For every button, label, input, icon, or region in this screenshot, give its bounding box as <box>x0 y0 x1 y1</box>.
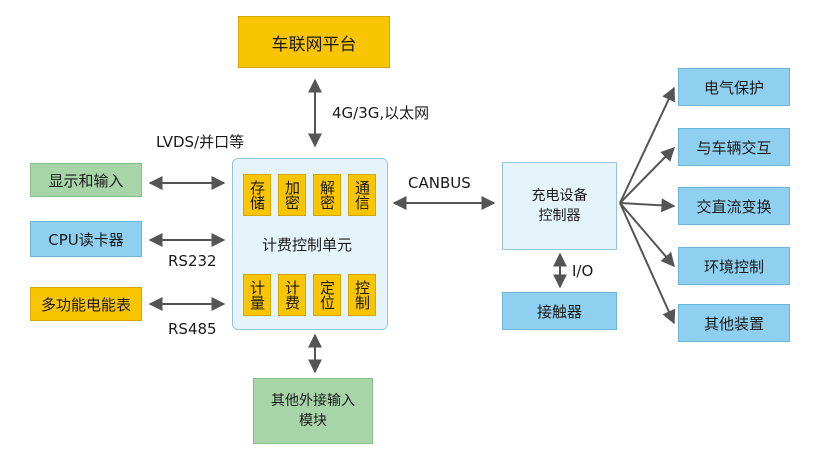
contactor-label: 接触器 <box>536 302 582 321</box>
charger-controller-box: 充电设备 控制器 <box>502 162 617 250</box>
arrow-to-conversion <box>619 198 676 213</box>
cell-metering: 计量 <box>243 274 271 316</box>
rs232-label: RS232 <box>168 252 217 270</box>
display-input-label: 显示和输入 <box>48 171 124 190</box>
electrical-protection-label: 电气保护 <box>703 78 764 97</box>
contactor-box: 接触器 <box>502 292 617 330</box>
cell-communication: 通信 <box>348 174 376 216</box>
display-input-box: 显示和输入 <box>30 163 142 197</box>
electrical-protection-box: 电气保护 <box>678 68 790 106</box>
platform-label: 车联网平台 <box>271 34 357 55</box>
cell-positioning: 定位 <box>313 274 341 316</box>
network-label: 4G/3G,以太网 <box>332 104 430 122</box>
arrow-to-environment <box>619 202 675 268</box>
other-module-box: 其他外接输入 模块 <box>253 378 373 444</box>
cell-decrypt: 解密 <box>313 174 341 216</box>
cell-control: 控制 <box>348 274 376 316</box>
meter-label: 多功能电能表 <box>40 295 131 314</box>
vehicle-interaction-box: 与车辆交互 <box>678 128 790 166</box>
arrow-to-other <box>619 202 676 325</box>
platform-box: 车联网平台 <box>238 16 390 68</box>
cpu-reader-box: CPU读卡器 <box>30 221 142 257</box>
billing-unit-title: 计费控制单元 <box>262 236 353 254</box>
cell-billing: 计费 <box>278 274 306 316</box>
environment-control-label: 环境控制 <box>703 257 764 276</box>
environment-control-box: 环境控制 <box>678 247 790 285</box>
cpu-reader-label: CPU读卡器 <box>48 230 124 249</box>
other-devices-label: 其他装置 <box>703 314 764 333</box>
io-label: I/O <box>572 262 594 280</box>
arrow-to-electrical <box>619 86 675 204</box>
ac-dc-conversion-label: 交直流变换 <box>696 197 772 216</box>
ac-dc-conversion-box: 交直流变换 <box>678 187 790 225</box>
cell-storage: 存储 <box>243 174 271 216</box>
other-module-label: 其他外接输入 模块 <box>271 393 355 429</box>
lvds-label: LVDS/并口等 <box>156 133 245 151</box>
cell-encrypt: 加密 <box>278 174 306 216</box>
canbus-label: CANBUS <box>408 174 471 192</box>
vehicle-interaction-label: 与车辆交互 <box>696 138 772 157</box>
charger-controller-label: 充电设备 控制器 <box>531 188 588 224</box>
arrow-to-vehicle <box>619 147 675 204</box>
other-devices-box: 其他装置 <box>678 304 790 342</box>
meter-box: 多功能电能表 <box>30 287 142 321</box>
rs485-label: RS485 <box>168 320 217 338</box>
